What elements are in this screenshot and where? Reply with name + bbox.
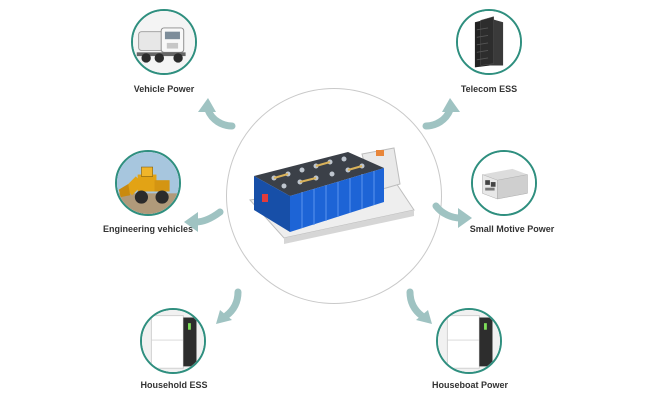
- wall-battery-icon: [142, 310, 204, 372]
- arrow-to-vehicle-power-icon: [198, 98, 236, 130]
- arrow-to-small-motive-power-icon: [432, 202, 472, 228]
- telecom-ess-label: Telecom ESS: [460, 84, 518, 94]
- telecom-ess-circle: [456, 9, 522, 75]
- small-motive-power-circle: [471, 150, 537, 216]
- wall-battery-icon: [438, 310, 500, 372]
- wheel-loader-icon: [117, 152, 179, 214]
- vehicle-power-label: Vehicle Power: [133, 84, 195, 94]
- household-ess-label: Household ESS: [140, 380, 208, 390]
- arrow-to-household-ess-icon: [216, 288, 242, 324]
- engineering-vehicles-circle: [115, 150, 181, 216]
- power-unit-icon: [473, 152, 535, 214]
- telecom-cabinet-icon: [458, 11, 520, 73]
- arrow-to-engineering-vehicles-icon: [184, 208, 224, 232]
- houseboat-power-circle: [436, 308, 502, 374]
- small-motive-power-label: Small Motive Power: [469, 224, 555, 234]
- household-ess-circle: [140, 308, 206, 374]
- engineering-vehicles-label: Engineering vehicles: [102, 224, 194, 234]
- arrow-to-houseboat-power-icon: [406, 288, 432, 324]
- battery-pack-icon: [249, 147, 415, 244]
- vehicle-power-circle: [131, 9, 197, 75]
- arrow-to-telecom-ess-icon: [422, 98, 460, 130]
- houseboat-power-label: Houseboat Power: [431, 380, 508, 390]
- truck-icon: [133, 11, 195, 73]
